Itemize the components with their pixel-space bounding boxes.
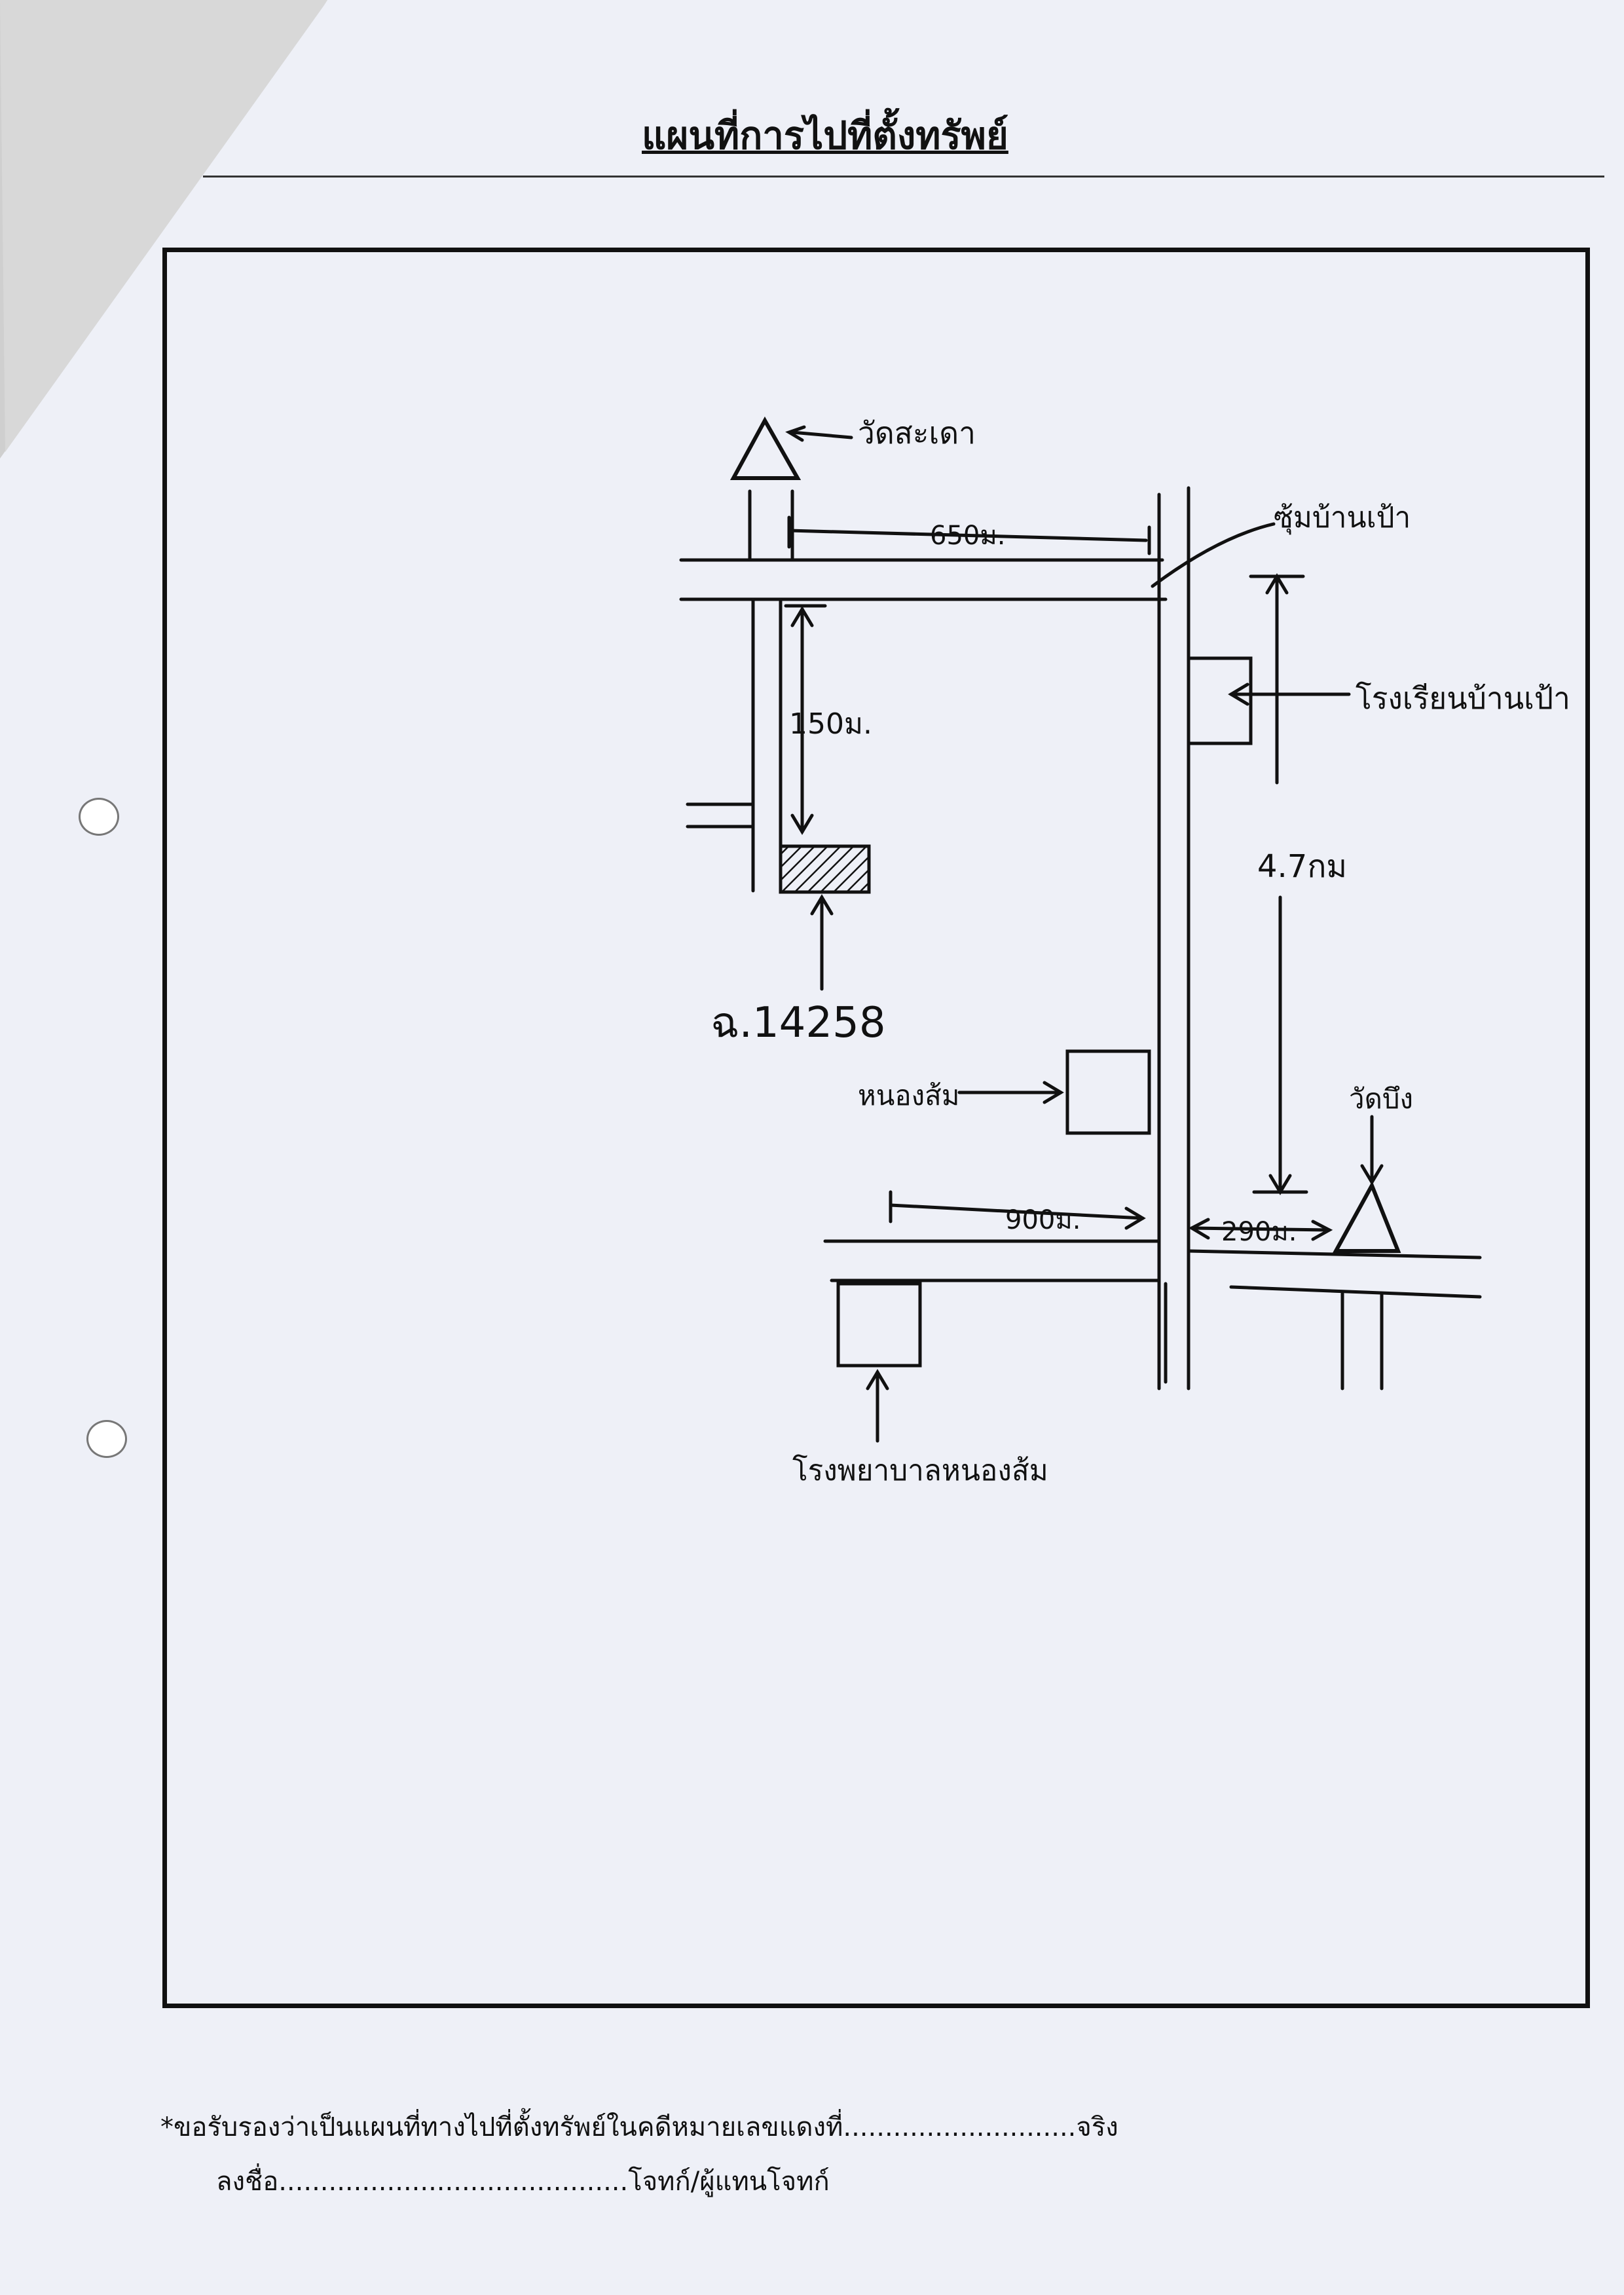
punch-hole-top (79, 798, 119, 836)
temple-top-pointer (790, 430, 853, 439)
school-box (836, 1282, 922, 1368)
certification-text: *ขอรับรองว่าเป็นแผนที่ทางไปที่ตั้งทรัพย์… (160, 2112, 1118, 2142)
signature-line: ลงชื่อ..................................… (216, 2167, 830, 2197)
label-dist-290: 290ม. (1221, 1217, 1297, 1247)
label-temple-right: วัดบึง (1349, 1083, 1414, 1115)
hospital-box (1187, 656, 1253, 745)
temple-top-icon (729, 416, 802, 480)
dim-290-line (1190, 1226, 1331, 1232)
folded-corner (0, 0, 327, 458)
label-dist-150: 150ม. (789, 707, 872, 741)
label-dist-47: 4.7กม (1257, 848, 1348, 885)
label-parcel: ฉ.14258 (710, 999, 886, 1047)
label-dist-900: 900ม. (1005, 1205, 1081, 1235)
temple-top-arrowhead (785, 425, 806, 442)
label-market: หนองส้ม (858, 1079, 960, 1111)
page-title: แผนที่การไปที่ตั้งทรัพย์ (642, 113, 1008, 158)
punch-hole-bottom (86, 1420, 127, 1458)
parcel-marker (779, 844, 871, 894)
label-dist-650: 650ม. (930, 521, 1006, 551)
market-box (1065, 1049, 1151, 1135)
dim-650-line (787, 529, 1148, 542)
dim-900-line (889, 1203, 1145, 1220)
label-junction: ซุ้มบ้านเป้า (1274, 501, 1411, 534)
road-bottom-upper-east (1187, 1249, 1482, 1259)
map-frame (162, 248, 1590, 2008)
temple-right-icon (1332, 1180, 1401, 1253)
junction-pointer (1151, 522, 1276, 588)
title-divider (203, 176, 1604, 177)
label-school: โรงพยาบาลหนองส้ม (792, 1454, 1048, 1487)
label-hospital: โรงเรียนบ้านเป้า (1356, 681, 1570, 716)
road-bottom-lower-east (1229, 1285, 1482, 1299)
label-temple-top: วัดสะเดา (858, 415, 976, 451)
